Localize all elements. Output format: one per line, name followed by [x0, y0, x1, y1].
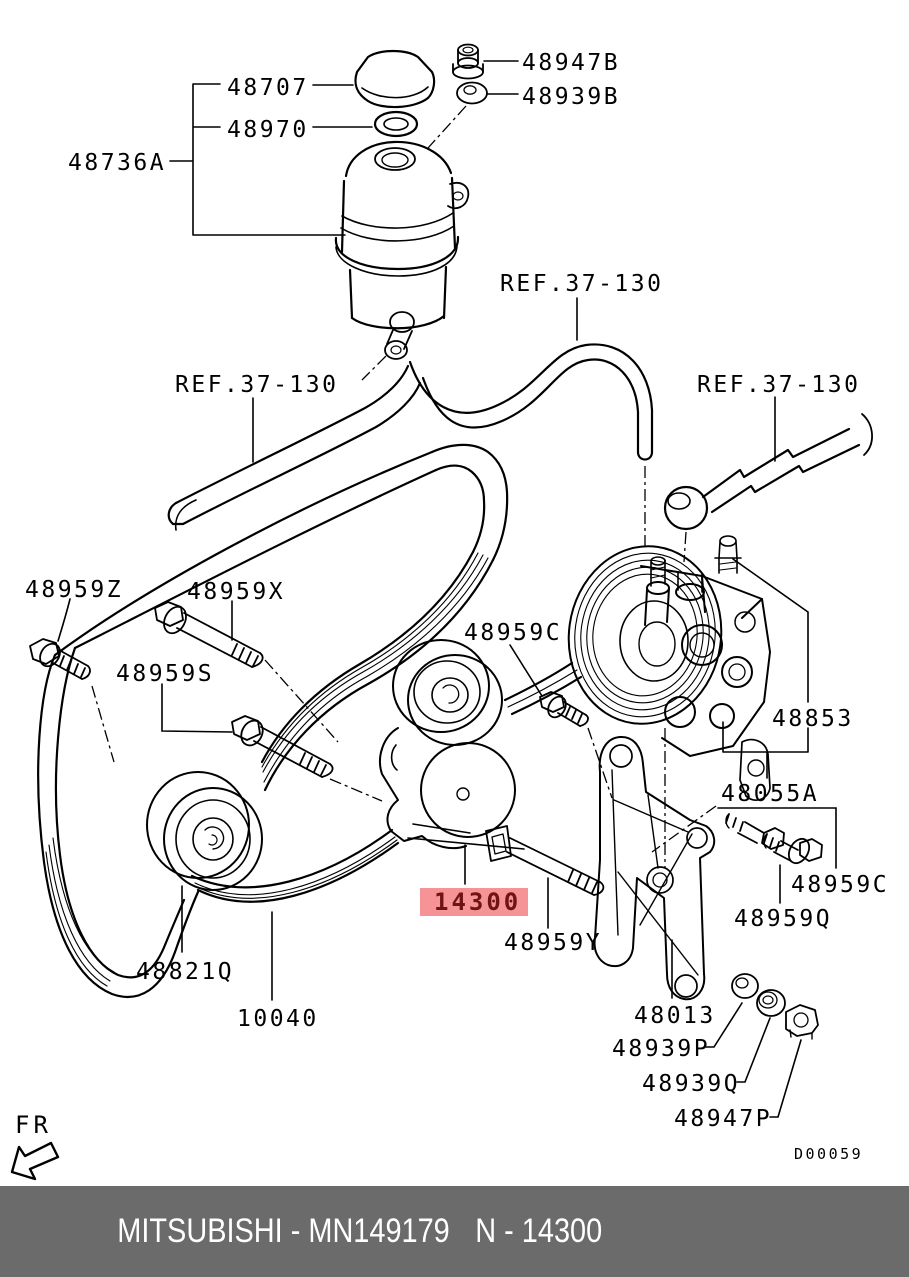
idler-pulley-drawing — [146, 771, 263, 891]
part-labels: 48707 48970 48736A 48947B 48939B REF.37-… — [25, 50, 889, 1163]
part-label-48939Q: 48939Q — [642, 1071, 740, 1097]
cap-nut-washer-drawing — [452, 43, 488, 105]
part-label-48853: 48853 — [772, 706, 854, 732]
part-label-48970: 48970 — [227, 117, 309, 143]
part-label-48821Q: 48821Q — [136, 959, 234, 985]
footer-text: MITSUBISHI - MN149179 N - 14300 — [0, 1212, 602, 1251]
part-label-48736A: 48736A — [68, 150, 166, 176]
hoses-drawing — [167, 343, 873, 531]
part-label-48959Z: 48959Z — [25, 577, 123, 603]
belt-drawing — [37, 443, 583, 999]
fr-label: FR — [15, 1111, 52, 1139]
part-label-48959S: 48959S — [116, 661, 214, 687]
part-label-48707: 48707 — [227, 75, 309, 101]
part-label-48939B: 48939B — [522, 84, 620, 110]
fr-direction-marker: FR — [10, 1111, 60, 1181]
fr-arrow-icon — [10, 1141, 60, 1181]
part-label-10040: 10040 — [237, 1006, 319, 1032]
leader-lines — [57, 60, 837, 1118]
reservoir-drawing — [334, 49, 470, 360]
pump-drawing — [567, 535, 771, 757]
fasteners-drawing — [29, 601, 823, 1040]
part-label-48947B: 48947B — [522, 50, 620, 76]
part-label-48939P: 48939P — [612, 1036, 710, 1062]
part-label-48959Y: 48959Y — [504, 930, 602, 956]
part-label-48947P: 48947P — [674, 1106, 772, 1132]
part-label-48959X: 48959X — [187, 579, 285, 605]
ref-label-left: REF.37-130 — [175, 372, 338, 398]
footer-brand-part: MITSUBISHI - MN149179 — [117, 1212, 450, 1250]
part-label-48959Q: 48959Q — [734, 906, 832, 932]
highlighted-part-label: 14300 — [420, 888, 528, 916]
footer-part-number: N - 14300 — [475, 1212, 603, 1250]
tensioner-drawing — [379, 639, 525, 850]
centerlines — [91, 105, 717, 868]
bracket-drawing — [593, 735, 771, 1001]
footer-bar: MITSUBISHI - MN149179 N - 14300 — [0, 1186, 909, 1277]
part-label-48959C-upper: 48959C — [464, 620, 562, 646]
part-label-48013: 48013 — [634, 1003, 716, 1029]
part-label-14300: 14300 — [434, 888, 521, 916]
part-label-48055A: 48055A — [721, 781, 819, 807]
drawing-code: D00059 — [794, 1145, 863, 1163]
ref-label-center: REF.37-130 — [500, 271, 663, 297]
highlight-box — [420, 888, 528, 916]
part-label-48959C-lower: 48959C — [791, 872, 889, 898]
ref-label-right: REF.37-130 — [697, 372, 860, 398]
exploded-parts-drawing: 14300 48707 48970 48736A 48947B 48939B R… — [10, 43, 889, 1181]
